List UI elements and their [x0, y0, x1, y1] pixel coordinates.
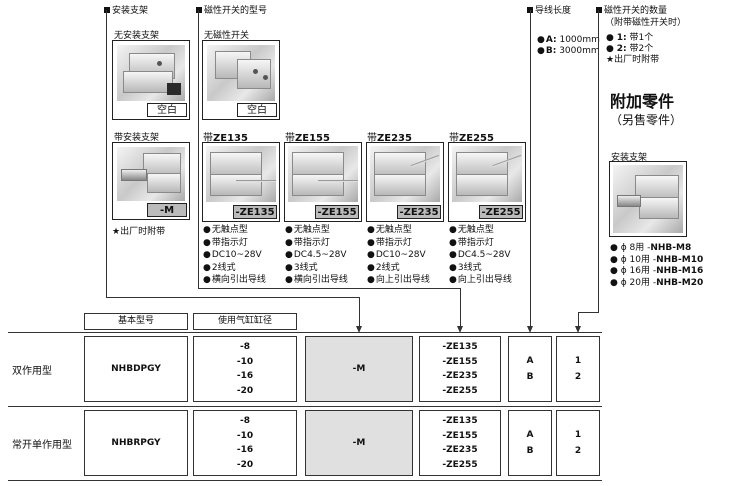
row-label-double-acting: 双作用型 [12, 366, 52, 377]
connector-line-mount [106, 10, 107, 298]
switch-features-ze155: 无触点型带指示灯DC4.5~28V3线式横向引出导线 [285, 224, 348, 287]
connector-line-mount-v [359, 297, 360, 327]
mount-note: ★出厂时附带 [112, 227, 166, 237]
section-title-lead-length: 导线长度 [527, 3, 571, 16]
cylinder-with-switch-image [452, 146, 522, 202]
cylinder-with-bracket-image [613, 165, 683, 233]
switch-head-ze155: 带ZE155 [285, 133, 330, 144]
mount-option-none-tag: 空白 [147, 103, 187, 117]
connector-line-switch-v [460, 288, 461, 327]
arrow-lead [527, 326, 533, 333]
table-rule [8, 406, 602, 407]
col-header-bore: 使用气缸缸径 [193, 313, 297, 330]
connector-line-lead [530, 10, 531, 327]
section-title-mount: 安装支架 [104, 3, 148, 16]
accessory-box-label: 安装支架 [611, 153, 648, 163]
no-switch-tag: 空白 [237, 103, 277, 117]
switch-option-ze135: -ZE135 [202, 142, 280, 222]
cylinder-with-switch-image [206, 146, 276, 202]
accessory-item: ● ϕ 8用 -NHB-M8 [610, 243, 692, 253]
section-title-switch-qty: 磁性开关的数量 [596, 3, 667, 16]
switch-features-ze255: 无触点型带指示灯DC4.5~28V3线式向上引出导线 [449, 224, 512, 287]
no-switch-title: 无磁性开关 [204, 31, 250, 41]
no-switch-option: 空白 [202, 40, 280, 120]
model-cell: NHBRPGY [84, 410, 188, 476]
mount-option-bracket-tag: -M [147, 203, 187, 217]
switch-option-ze255: -ZE255 [448, 142, 526, 222]
arrow-switch [457, 326, 463, 333]
switch-features-ze235: 无触点型带指示灯DC10~28V2线式向上引出导线 [367, 224, 430, 287]
mount-option-none: 空白 [112, 40, 190, 120]
connector-line-switch [198, 10, 199, 289]
accessory-image-frame [609, 161, 687, 237]
switch-option-ze235: -ZE235 [366, 142, 444, 222]
switch-head-ze135: 带ZE135 [203, 133, 248, 144]
cylinder-with-switch-image [288, 146, 358, 202]
switch-head-ze235: 带ZE235 [367, 133, 412, 144]
section-title-switch-model: 磁性开关的型号 [196, 3, 267, 16]
mount-cell: -M [305, 336, 413, 402]
col-header-model: 基本型号 [84, 313, 188, 330]
switch-tag-ze235: -ZE235 [397, 205, 441, 219]
connector-line-qty-h [578, 312, 599, 313]
arrow-mount [356, 326, 362, 333]
lead-length-options: A: 1000mm B: 3000mm [537, 35, 600, 57]
accessory-list: ● ϕ 8用 -NHB-M8 ● ϕ 10用 -NHB-M10 ● ϕ 16用 … [610, 243, 703, 289]
connector-line-qty [598, 10, 599, 313]
switch-tag-ze135: -ZE135 [233, 205, 277, 219]
switch-qty-options: ● 1: 带1个 ● 2: 带2个 ★出厂时附带 [606, 33, 660, 65]
accessory-item: ● ϕ 10用 -NHB-M10 [610, 254, 704, 265]
switch-option-ze155: -ZE155 [284, 142, 362, 222]
cylinder-image [207, 45, 275, 101]
switch-tag-ze155: -ZE155 [315, 205, 359, 219]
row-label-single-acting: 常开单作用型 [12, 440, 72, 451]
switch-cell: -ZE135-ZE155-ZE235-ZE255 [419, 336, 501, 402]
connector-line-qty-v [578, 312, 579, 327]
switch-tag-ze255: -ZE255 [479, 205, 523, 219]
accessory-subtitle: （另售零件） [610, 113, 683, 127]
table-rule [8, 480, 602, 481]
connector-line-mount-h [106, 297, 360, 298]
mount-option-none-title: 无安装支架 [114, 31, 160, 41]
cylinder-with-switch-image [370, 146, 440, 202]
accessory-item: ● ϕ 20用 -NHB-M20 [610, 277, 704, 288]
cylinder-with-bracket-image [117, 147, 185, 201]
accessory-title: 附加零件 [610, 92, 675, 111]
mount-cell: -M [305, 410, 413, 476]
cylinder-image [117, 45, 185, 101]
bore-cell: -8-10-16-20 [193, 410, 297, 476]
switch-qty-note: （附带磁性开关时） [605, 18, 687, 28]
arrow-qty [575, 326, 581, 333]
table-rule [8, 332, 602, 333]
bore-cell: -8-10-16-20 [193, 336, 297, 402]
mount-option-bracket: -M [112, 142, 190, 220]
mount-option-bracket-title: 带安装支架 [114, 133, 160, 143]
model-cell: NHBDPGY [84, 336, 188, 402]
connector-line-switch-h [198, 288, 461, 289]
switch-features-ze135: 无触点型带指示灯DC10~28V2线式横向引出导线 [203, 224, 266, 287]
accessory-item: ● ϕ 16用 -NHB-M16 [610, 266, 704, 276]
switch-cell: -ZE135-ZE155-ZE235-ZE255 [419, 410, 501, 476]
switch-head-ze255: 带ZE255 [449, 133, 494, 144]
